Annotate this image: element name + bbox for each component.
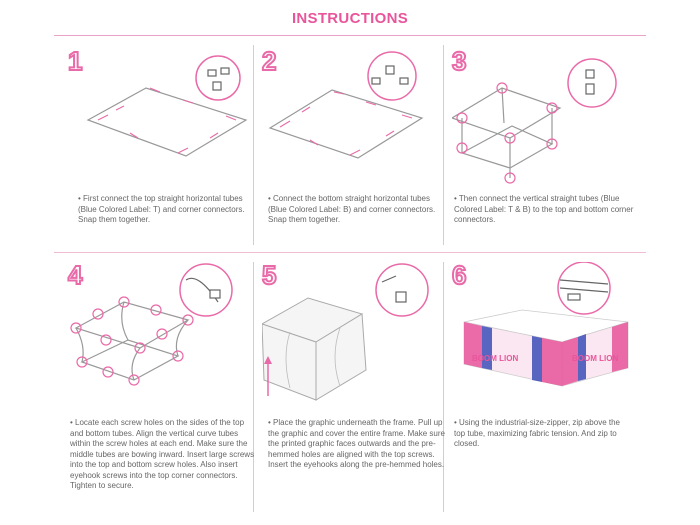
vertical-tubes-diagram [452,58,617,184]
step-description: • Connect the bottom straight horizontal… [268,194,436,224]
bottom-frame-diagram [268,51,424,159]
step-6: 6 BOOM LION BOOM LION • Using the indust… [451,260,642,512]
step-number: 5 [261,260,278,290]
step-number: 4 [67,260,84,290]
page-title: INSTRUCTIONS [291,10,409,27]
step-2: 2 • Connect the bottom straight horizont… [261,46,452,248]
step-number: 3 [451,46,468,76]
step-description: • Place the graphic underneath the frame… [268,418,445,469]
step-1: 1 • First connect the top straight horiz… [67,46,258,248]
top-frame-diagram [86,55,248,157]
step-5: 5 • Place the graphic underneath the fra… [261,260,452,512]
step-description: • Using the industrial-size-zipper, zip … [454,418,620,448]
title-divider [54,35,646,36]
row-divider [54,252,646,253]
column-divider [443,262,444,512]
step-3: 3 • Then connect the vertical straight t… [451,46,642,248]
graphic-cover-diagram [262,263,429,401]
brand-label: BOOM LION [572,354,619,363]
column-divider [253,262,254,512]
step-description: • Locate each screw holes on the sides o… [70,418,255,490]
step-4: 4 • Locate each screw holes on the sides… [67,260,258,512]
step-number: 6 [451,260,468,290]
column-divider [443,45,444,245]
step-number: 2 [261,46,278,76]
brand-label: BOOM LION [472,354,519,363]
column-divider [253,45,254,245]
step-description: • First connect the top straight horizon… [78,194,245,224]
zipper-diagram [463,262,629,387]
curve-tubes-diagram [70,263,233,386]
step-number: 1 [67,46,84,76]
step-description: • Then connect the vertical straight tub… [454,194,634,224]
